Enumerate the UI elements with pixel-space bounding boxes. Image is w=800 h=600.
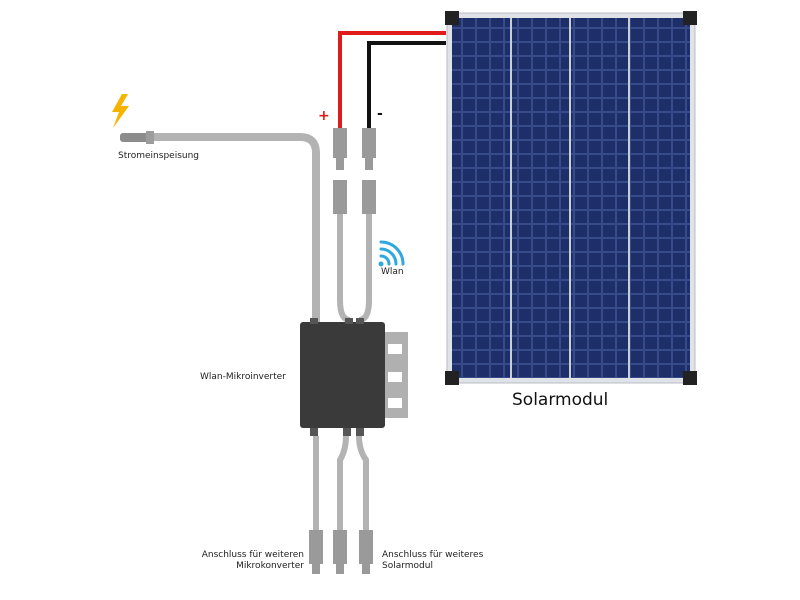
connector-panel-label: Anschluss für weiteres Solarmodul — [382, 550, 483, 572]
connector-inverter-line2: Mikrokonverter — [236, 561, 304, 571]
minus-sign: - — [377, 106, 383, 122]
output-cables — [313, 435, 369, 530]
lightning-bolt-icon — [112, 94, 129, 128]
connector-inverter-label: Anschluss für weiteren Mikrokonverter — [190, 550, 304, 572]
panel-connectors — [333, 128, 376, 214]
output-connectors — [309, 530, 373, 574]
connector-inverter-line1: Anschluss für weiteren — [201, 550, 304, 560]
plus-sign: + — [318, 108, 330, 124]
connector-panel-line2: Solarmodul — [382, 561, 433, 571]
connector-panel-line1: Anschluss für weiteres — [382, 550, 484, 560]
inverter-label: Wlan-Mikroinverter — [200, 372, 286, 382]
solar-panel-label: Solarmodul — [512, 390, 609, 410]
wifi-label: Wlan — [381, 267, 404, 277]
power-feed-label: Stromeinspeisung — [118, 151, 200, 161]
negative-wire — [367, 41, 446, 128]
wifi-signal-icon — [378, 240, 405, 267]
dc-wires — [338, 31, 446, 128]
solar-panel — [445, 11, 697, 385]
wlan-microinverter — [300, 318, 408, 436]
inverter-input-cables — [337, 214, 372, 323]
power-feed-cable — [120, 131, 320, 322]
positive-wire — [338, 31, 446, 128]
